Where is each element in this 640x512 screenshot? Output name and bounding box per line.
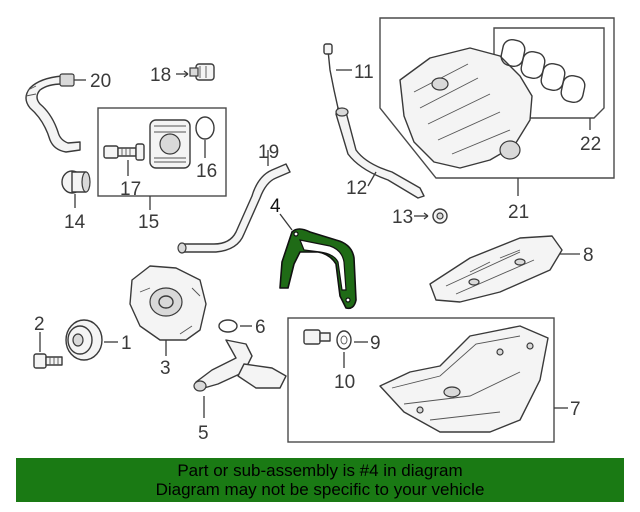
part-12-dipstick-tube[interactable] [335, 107, 425, 199]
part-21-intake-manifold[interactable] [399, 47, 533, 169]
callout-20[interactable]: 20 [90, 71, 111, 92]
part-5-oil-pickup[interactable] [193, 339, 287, 392]
part-7-oil-pan[interactable] [379, 325, 549, 433]
callout-18[interactable]: 18 [150, 65, 171, 86]
part-18-sensor[interactable] [189, 63, 215, 81]
callout-15[interactable]: 15 [138, 212, 159, 233]
part-3-oil-pump[interactable] [129, 265, 207, 341]
part-1-pulley[interactable] [65, 319, 103, 361]
part-9-drain-plug[interactable] [303, 329, 331, 345]
callout-13[interactable]: 13 [392, 207, 413, 228]
part-11-dipstick[interactable] [323, 43, 339, 109]
callout-3[interactable]: 3 [160, 358, 171, 379]
part-22-gasket-set[interactable] [500, 38, 587, 104]
part-20-hose[interactable] [25, 73, 81, 153]
part-4-cover-gasket-highlighted[interactable] [279, 228, 357, 310]
info-banner: Part or sub-assembly is #4 in diagram Di… [16, 458, 624, 502]
callout-19[interactable]: 19 [258, 142, 279, 163]
callout-10[interactable]: 10 [334, 372, 355, 393]
part-13-seal[interactable] [432, 208, 448, 224]
callout-9[interactable]: 9 [370, 333, 381, 354]
callout-7[interactable]: 7 [570, 399, 581, 420]
part-17-fitting[interactable] [103, 143, 145, 161]
part-19-tube[interactable] [177, 163, 291, 254]
callout-4[interactable]: 4 [270, 196, 281, 217]
group-box-21 [379, 17, 615, 179]
exploded-parts-diagram: 20 18 14 17 16 15 19 [25, 17, 615, 444]
leader-12 [367, 171, 377, 187]
callout-22[interactable]: 22 [580, 134, 601, 155]
part-14-plug[interactable] [61, 170, 91, 194]
part-6-o-ring[interactable] [218, 319, 238, 333]
callout-11[interactable]: 11 [354, 62, 374, 83]
callout-2[interactable]: 2 [34, 314, 45, 335]
callout-14[interactable]: 14 [64, 212, 86, 233]
part-2-bolt[interactable] [33, 353, 63, 369]
group-box-15 [97, 107, 227, 197]
part-16-oil-cooler[interactable] [149, 116, 215, 169]
callout-1[interactable]: 1 [121, 333, 132, 354]
banner-line-1: Part or sub-assembly is #4 in diagram [177, 461, 463, 480]
callout-21[interactable]: 21 [508, 202, 529, 223]
callout-17[interactable]: 17 [120, 179, 141, 200]
callout-5[interactable]: 5 [198, 423, 209, 444]
callout-6[interactable]: 6 [255, 317, 266, 338]
group-box-7 [287, 317, 555, 443]
callout-8[interactable]: 8 [583, 245, 594, 266]
part-10-washer[interactable] [336, 330, 352, 350]
leader-4 [279, 213, 293, 231]
callout-12[interactable]: 12 [346, 178, 367, 199]
callout-16[interactable]: 16 [196, 161, 217, 182]
banner-line-2: Diagram may not be specific to your vehi… [155, 480, 485, 499]
part-8-baffle[interactable] [429, 235, 563, 303]
